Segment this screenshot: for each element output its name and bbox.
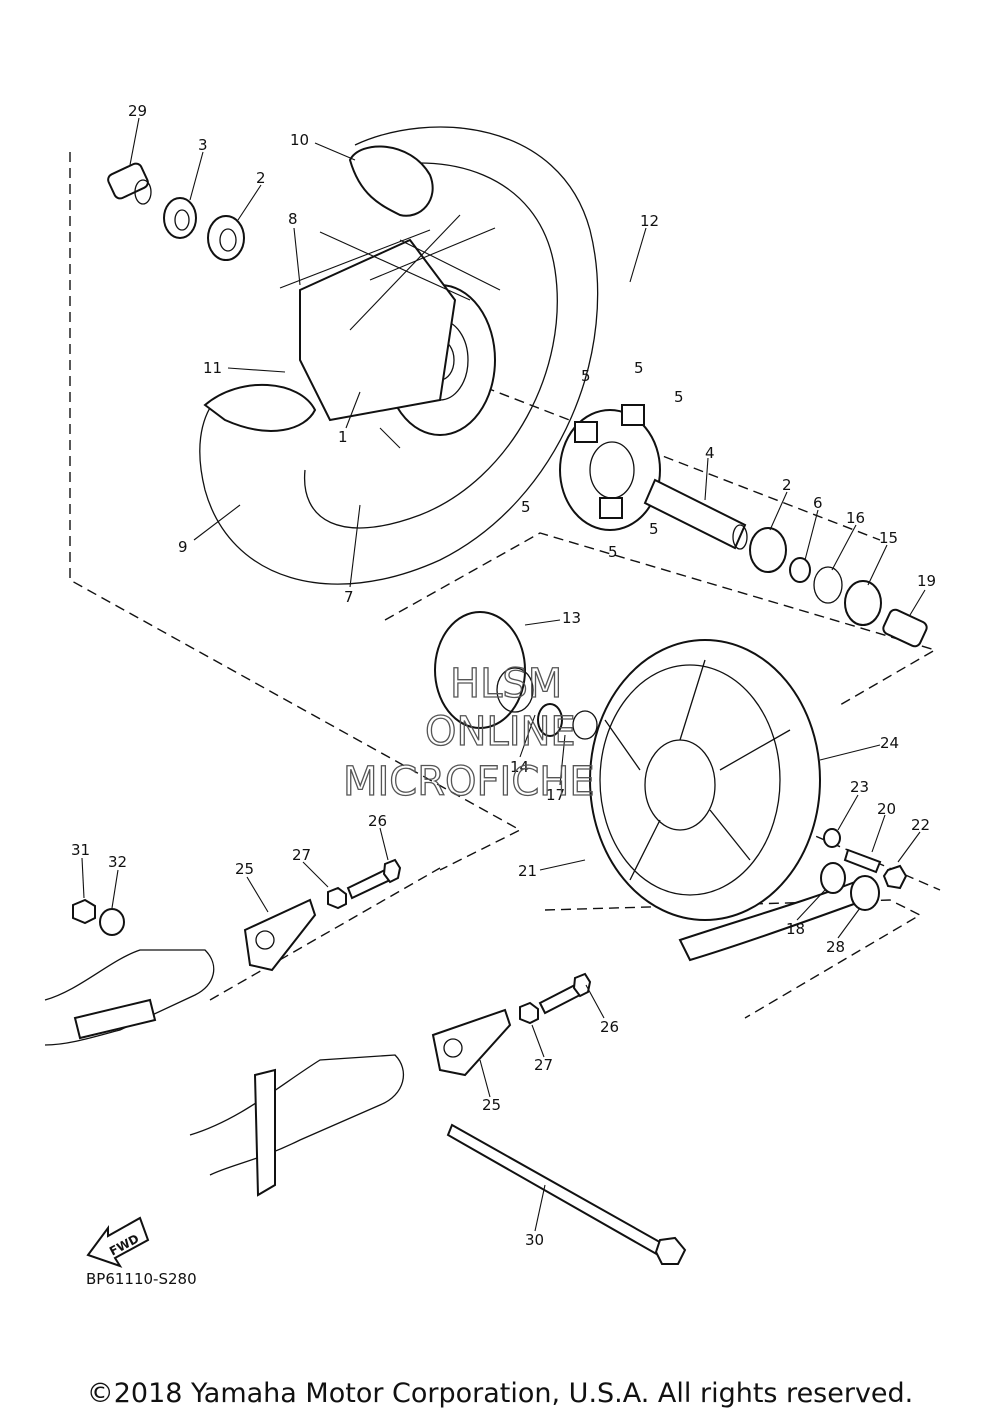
bolt-26-lower (538, 972, 592, 1015)
bearing-2-right (749, 527, 787, 573)
copyright-notice: ©2018 Yamaha Motor Corporation, U.S.A. A… (86, 1378, 914, 1409)
diagram-code: BP61110-S280 (86, 1270, 197, 1288)
callout-5b: 5 (634, 359, 644, 377)
axle-30 (446, 1123, 687, 1265)
nut-27-lower (519, 1001, 539, 1025)
callout-23: 23 (850, 778, 869, 796)
callout-9: 9 (178, 538, 188, 556)
callout-27-lower: 27 (534, 1056, 553, 1074)
leader-lines (81, 117, 926, 1232)
watermark: HLSM ONLINE MICROFICHE (342, 660, 595, 805)
adjuster-25-lower (431, 1008, 512, 1077)
callout-24: 24 (880, 734, 899, 752)
callout-5d: 5 (521, 498, 531, 516)
clutch-hub-13 (434, 611, 598, 740)
bearing-18 (820, 862, 846, 894)
callout-labels: 29 3 2 10 8 12 11 1 9 7 5 5 5 5 5 5 4 2 … (71, 102, 936, 1249)
group-outline-adjuster (209, 867, 441, 1001)
bearing-2-upper (207, 215, 245, 261)
callout-2: 2 (256, 169, 266, 187)
wheel-hub-assembly (279, 214, 501, 449)
nut-22 (882, 864, 908, 890)
watermark-line-3: MICROFICHE (343, 759, 595, 805)
callout-28: 28 (826, 938, 845, 956)
callout-14: 14 (510, 758, 529, 776)
callout-17: 17 (546, 786, 565, 804)
callout-16: 16 (846, 509, 865, 527)
callout-1: 1 (338, 428, 348, 446)
adjuster-25-upper (243, 898, 317, 972)
callout-5a: 5 (581, 367, 591, 385)
nut-27-upper (327, 886, 347, 910)
callout-29: 29 (128, 102, 147, 120)
callout-32: 32 (108, 853, 127, 871)
callout-25-upper: 25 (235, 860, 254, 878)
bolt-26-upper (346, 858, 402, 900)
callout-5c: 5 (674, 388, 684, 406)
callout-19: 19 (917, 572, 936, 590)
group-outline-wheel (69, 152, 522, 871)
callout-11: 11 (203, 359, 222, 377)
axle-line (439, 369, 881, 541)
oil-seal-3 (163, 197, 197, 239)
washer-32 (99, 908, 125, 936)
swingarm-upper (44, 949, 215, 1046)
damper-5 (559, 404, 661, 531)
callout-10: 10 (290, 131, 309, 149)
spacer-4 (643, 478, 748, 550)
callout-2b: 2 (782, 476, 792, 494)
callout-15: 15 (879, 529, 898, 547)
pulley-24 (589, 639, 867, 962)
fwd-arrow-icon: FWD (86, 1216, 150, 1268)
callout-30: 30 (525, 1231, 544, 1249)
bolt-20 (843, 848, 882, 874)
callout-25-lower: 25 (482, 1096, 501, 1114)
callout-20: 20 (877, 800, 896, 818)
washer-23 (823, 828, 841, 848)
bearing-15 (844, 580, 882, 626)
callout-21: 21 (518, 862, 537, 880)
collar-19 (882, 608, 928, 648)
collar-29 (107, 162, 152, 205)
callout-4: 4 (705, 444, 715, 462)
callout-13: 13 (562, 609, 581, 627)
callout-3: 3 (198, 136, 208, 154)
callout-5e: 5 (649, 520, 659, 538)
callout-12: 12 (640, 212, 659, 230)
nut-31 (72, 898, 96, 925)
callout-5f: 5 (608, 543, 618, 561)
callout-8: 8 (288, 210, 298, 228)
circlip-16 (813, 566, 843, 604)
rear-tire (199, 126, 599, 585)
callout-26-upper: 26 (368, 812, 387, 830)
watermark-line-2: ONLINE (425, 709, 576, 755)
collar-6 (789, 557, 811, 583)
callout-6: 6 (813, 494, 823, 512)
swingarm-lower (189, 1054, 404, 1197)
callout-18: 18 (786, 920, 805, 938)
callout-26-lower: 26 (600, 1018, 619, 1036)
watermark-line-1: HLSM (450, 661, 562, 707)
group-outline-hub (384, 532, 937, 706)
callout-27-upper: 27 (292, 846, 311, 864)
callout-7: 7 (344, 588, 354, 606)
callout-31: 31 (71, 841, 90, 859)
callout-22: 22 (911, 816, 930, 834)
collar-28 (850, 875, 880, 911)
group-outline-lower (544, 899, 922, 1019)
